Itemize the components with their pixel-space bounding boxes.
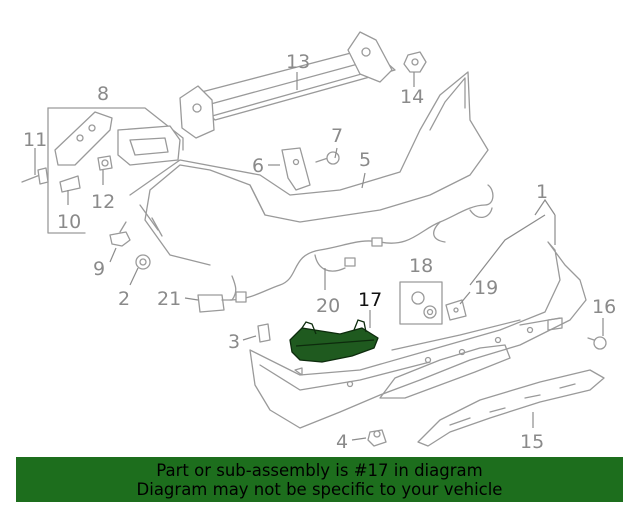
part-20-wiring-harness <box>229 184 494 303</box>
callout-14: 14 <box>400 86 424 108</box>
part-3-clip <box>257 323 271 343</box>
callout-18: 18 <box>409 255 433 277</box>
callout-6: 6 <box>252 155 264 177</box>
callout-12: 12 <box>91 191 115 213</box>
part-16-cap <box>587 336 607 350</box>
callout-21: 21 <box>157 288 181 310</box>
part-15-skid-plate <box>417 369 605 447</box>
part-4-fastener <box>367 429 387 447</box>
part-11-push-pin <box>21 167 49 185</box>
part-18-nut-group <box>399 281 443 325</box>
callout-5: 5 <box>359 149 371 171</box>
callout-labels: 1 2 3 4 5 6 7 8 9 10 11 12 13 14 15 16 1… <box>23 51 616 453</box>
callout-2: 2 <box>118 288 130 310</box>
callout-4: 4 <box>336 431 348 453</box>
callout-9: 9 <box>93 258 105 280</box>
part-5-fascia-upper <box>129 71 489 266</box>
callout-16: 16 <box>592 296 616 318</box>
callout-8: 8 <box>97 83 109 105</box>
leader-lines <box>34 72 604 441</box>
part-2-fastener <box>135 254 151 270</box>
callout-10: 10 <box>57 211 81 233</box>
banner-line-2: Diagram may not be specific to your vehi… <box>136 480 503 499</box>
part-17-highlighted-lamp <box>289 319 379 363</box>
part-1-bumper-cover <box>249 241 587 429</box>
info-banner: Part or sub-assembly is #17 in diagram D… <box>16 457 623 502</box>
callout-3: 3 <box>228 331 240 353</box>
callout-15: 15 <box>520 431 544 453</box>
part-13-impact-bar <box>179 31 396 139</box>
callout-11: 11 <box>23 129 47 151</box>
part-19-bracket <box>445 299 467 321</box>
part-12-nut <box>97 155 113 171</box>
part-6-bracket <box>281 147 311 191</box>
callout-19: 19 <box>474 277 498 299</box>
callout-20: 20 <box>316 295 340 317</box>
part-21-module <box>197 294 233 313</box>
part-8-bracket-group <box>47 107 184 234</box>
part-9-clip <box>109 221 131 247</box>
banner-line-1: Part or sub-assembly is #17 in diagram <box>156 461 483 480</box>
callout-7: 7 <box>331 125 343 147</box>
part-14-nut <box>403 51 427 73</box>
callout-13: 13 <box>286 51 310 73</box>
callout-17: 17 <box>358 289 382 311</box>
callout-1: 1 <box>536 181 548 203</box>
